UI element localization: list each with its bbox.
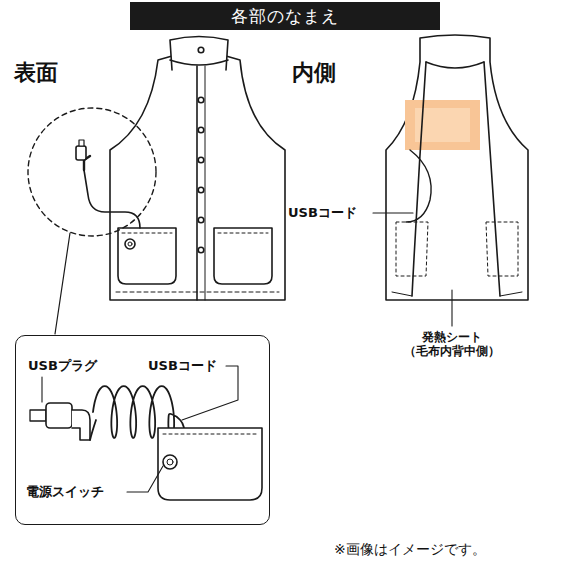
inset-box: USBプラグ USBコード電源スイッチ — [15, 335, 270, 525]
title-band — [130, 2, 440, 30]
front-vest — [28, 37, 285, 335]
side-heading: 内側 — [292, 60, 336, 86]
side-heading: 表面 — [14, 60, 58, 86]
heating-sheet — [405, 100, 480, 150]
part-label: USBコード — [148, 358, 217, 374]
inset-illustration — [30, 366, 262, 500]
part-label: 電源スイッチ — [26, 484, 104, 500]
inner-vest — [373, 35, 528, 326]
title: 各部のなまえ — [130, 2, 440, 30]
part-label: USBコード — [288, 205, 357, 221]
caption: ※画像はイメージです。 — [334, 541, 486, 558]
part-label: 発熱シート （毛布内背中側） — [392, 330, 512, 359]
part-label: USBプラグ — [28, 358, 97, 374]
